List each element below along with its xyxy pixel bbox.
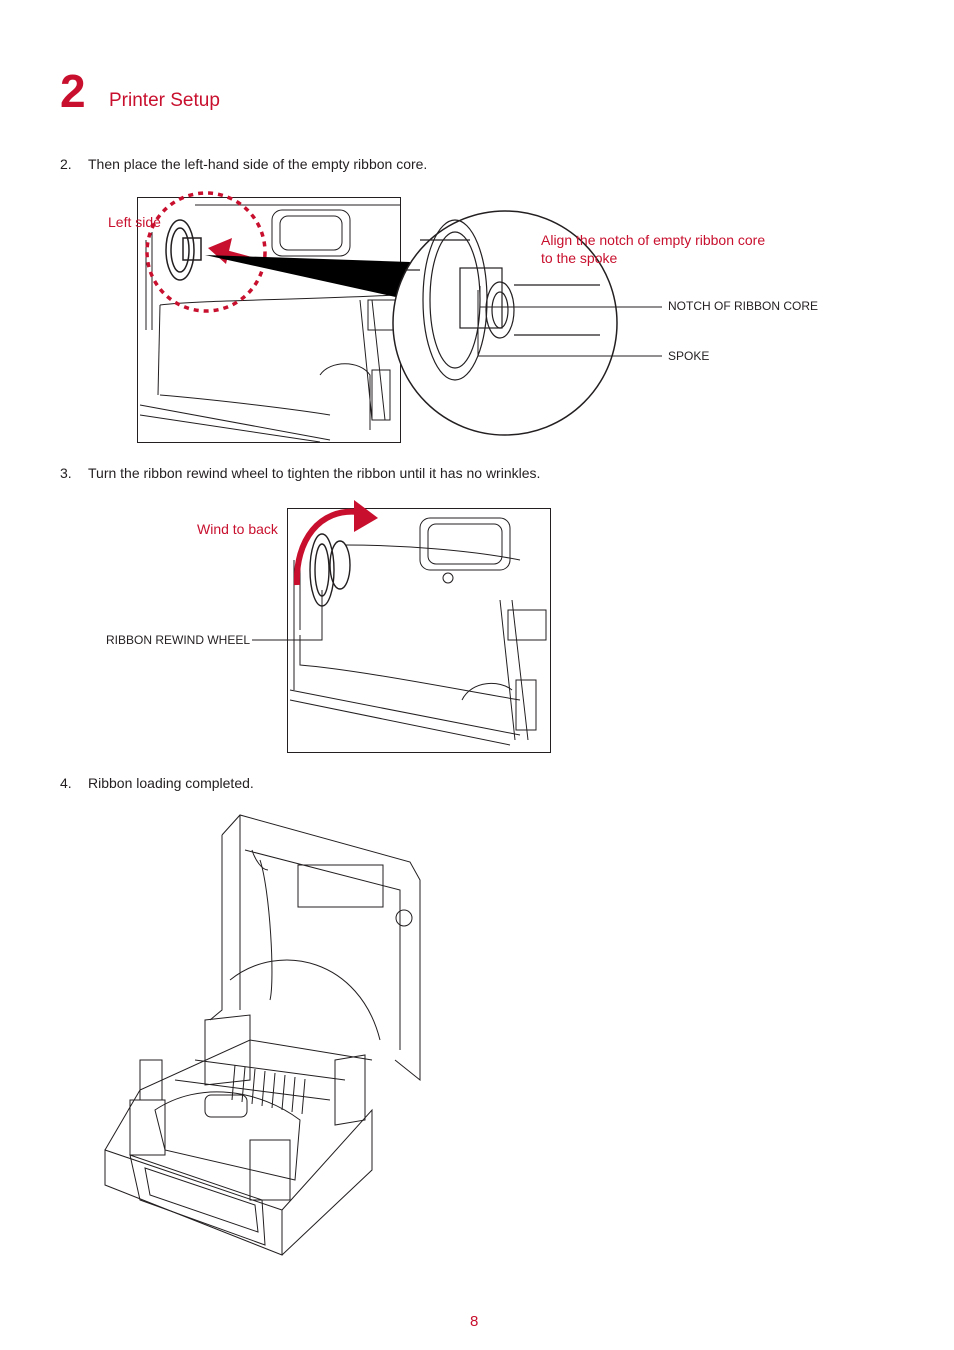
chapter-title: Printer Setup	[109, 90, 220, 111]
left-side-label: Left side	[108, 214, 161, 230]
step-number: 4.	[60, 775, 72, 791]
step-2: 2. Then place the left-hand side of the e…	[60, 156, 427, 172]
ribbon-rewind-wheel-label: RIBBON REWIND WHEEL	[106, 633, 251, 647]
step-text: Turn the ribbon rewind wheel to tighten …	[88, 465, 541, 481]
step-text: Ribbon loading completed.	[88, 775, 254, 791]
step-number: 3.	[60, 465, 72, 481]
align-notch-label-line2: to the spoke	[541, 250, 618, 266]
left-gear-icon	[165, 219, 202, 281]
step-text: Then place the left-hand side of the emp…	[88, 156, 428, 172]
notch-of-ribbon-core-label: NOTCH OF RIBBON CORE	[668, 299, 819, 313]
step-4: 4. Ribbon loading completed.	[60, 775, 254, 791]
page-number: 8	[470, 1313, 479, 1330]
step-3: 3. Turn the ribbon rewind wheel to tighte…	[60, 465, 540, 481]
wind-to-back-label: Wind to back	[197, 521, 278, 537]
align-notch-label-line1: Align the notch of empty ribbon core	[541, 232, 766, 248]
spoke-label: SPOKE	[668, 349, 710, 363]
step-number: 2.	[60, 156, 72, 172]
chapter-number: 2	[60, 65, 86, 117]
